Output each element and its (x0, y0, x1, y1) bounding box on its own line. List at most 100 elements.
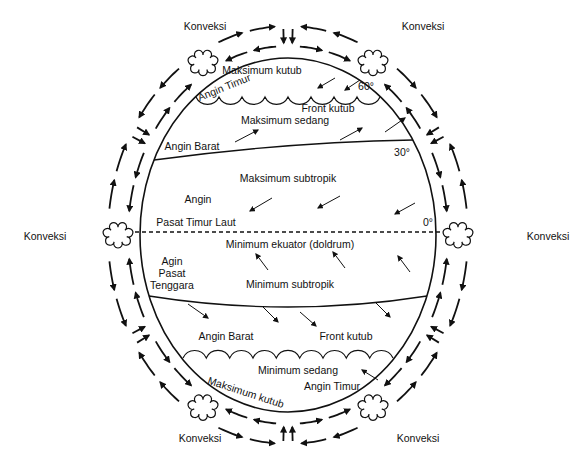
circulation-arrow (218, 33, 242, 42)
circulation-arrow (442, 185, 446, 211)
circulation-arrow (427, 335, 439, 342)
circulation-arrow (462, 180, 467, 209)
circulation-arrow (421, 95, 437, 118)
circulation-arrow (450, 299, 459, 326)
circulation-arrow (129, 185, 133, 211)
circulation-arrow (226, 52, 247, 60)
circulation-arrow (250, 439, 275, 443)
wind-arrow (256, 254, 268, 270)
circulation-arrow (109, 261, 114, 290)
circulation-arrow (291, 29, 293, 43)
circulation-arrow (226, 409, 247, 417)
latitude-line (154, 140, 413, 160)
globe-outline (140, 58, 436, 412)
wind-arrow (340, 128, 362, 140)
wind-label: Agin Pasat Tenggara (148, 255, 196, 291)
pressure-label: Maksimum subtropik (240, 172, 336, 184)
convection-clouds (103, 50, 473, 420)
circulation-arrow (117, 299, 126, 326)
wind-arrow (345, 80, 360, 90)
circulation-arrow (156, 341, 170, 362)
wind-arrow (300, 312, 316, 326)
circulation-arrow (139, 353, 155, 376)
cloud-symbol (358, 50, 388, 75)
circulation-arrow (301, 27, 326, 31)
wind-arrow (375, 302, 390, 317)
circulation-arrow (432, 293, 440, 317)
cloud-symbol (188, 395, 218, 420)
circulation-arrow (431, 137, 443, 144)
circulation-arrow (132, 327, 144, 334)
wind-arrow (385, 118, 405, 132)
wind-arrow (318, 196, 340, 208)
wind-label: Angin Barat (165, 140, 220, 152)
circulation-arrow (254, 420, 276, 424)
process-label: Konveksi (179, 432, 222, 444)
circulation-arrow (397, 69, 416, 88)
latitude-label: 30° (394, 146, 410, 158)
surface-winds (188, 78, 415, 380)
circulation-arrow (431, 327, 443, 334)
wind-label: Angin (185, 193, 212, 205)
front-line (183, 350, 393, 358)
front-label: Front kutub (319, 330, 372, 342)
circulation-arrow (385, 85, 402, 102)
wind-label: Pasat Timur Laut (156, 216, 235, 228)
circulation-arrow (301, 439, 326, 443)
process-label: Konveksi (402, 20, 445, 32)
cloud-symbol (188, 50, 218, 75)
circulation-arrow (329, 409, 350, 417)
circulation-arrow (427, 127, 439, 134)
circulation-arrow (250, 27, 275, 31)
circulation-arrow (329, 52, 350, 60)
circulation-arrow (129, 259, 133, 285)
circulation-arrow (132, 137, 144, 144)
circulation-arrow (136, 153, 144, 177)
circulation-arrow (174, 368, 191, 385)
pressure-label: Minimum subtropik (246, 278, 334, 290)
process-label: Konveksi (24, 230, 67, 242)
circulation-arrow (385, 368, 402, 385)
circulation-arrow (156, 108, 170, 129)
pressure-label: Minimum ekuator (doldrum) (226, 238, 354, 250)
cloud-symbol (103, 223, 133, 248)
circulation-arrow (137, 335, 149, 342)
circulation-arrow (174, 85, 191, 102)
circulation-arrow (117, 144, 126, 171)
wind-arrow (250, 198, 272, 211)
circulation-arrow (406, 341, 420, 362)
circulation-arrow (139, 95, 155, 118)
circulation-arrow (160, 69, 179, 88)
wind-arrow (318, 78, 335, 88)
pressure-label: Maksimum kutub (206, 374, 285, 410)
circulation-arrow (137, 127, 149, 134)
circulation-arrow (160, 382, 179, 401)
circulation-arrow (406, 108, 420, 129)
process-label: Konveksi (397, 432, 440, 444)
equator-line (128, 231, 448, 232)
wind-arrow (235, 130, 258, 142)
circulation-arrow (109, 180, 114, 209)
wind-arrow (362, 370, 378, 380)
process-label: Konveksi (184, 20, 227, 32)
pressure-label: Maksimum sedang (241, 114, 329, 126)
circulation-arrow (462, 261, 467, 290)
wind-label: Angin Barat (199, 330, 254, 342)
wind-arrow (398, 256, 410, 272)
circulation-arrow (334, 33, 358, 42)
circulation-arrow (136, 293, 144, 317)
circulation-arrow (282, 427, 284, 441)
circulation-arrow (450, 144, 459, 171)
latitude-label: 60° (358, 80, 374, 92)
pressure-label: Minimum sedang (258, 364, 338, 376)
process-label: Konveksi (527, 230, 570, 242)
circulation-arrow (334, 428, 358, 437)
wind-arrow (188, 304, 208, 318)
wind-arrow (262, 306, 278, 322)
cloud-symbol (358, 395, 388, 420)
circulation-arrow (442, 259, 446, 285)
wind-arrow (333, 252, 345, 268)
pressure-label: Maksimum kutub (222, 64, 301, 76)
